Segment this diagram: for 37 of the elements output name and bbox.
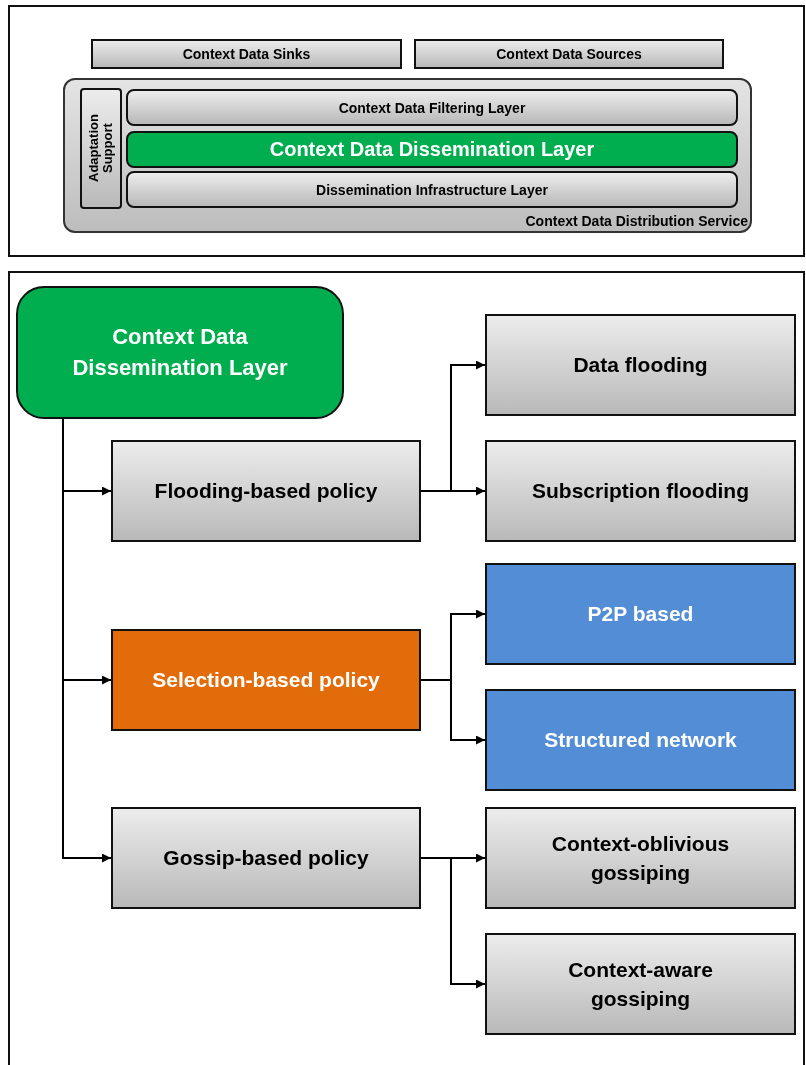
- node-label: Context Data Sources: [496, 46, 642, 62]
- service-container: [63, 78, 752, 233]
- node-label: Gossip-based policy: [163, 845, 369, 872]
- node-label: Context Data Dissemination Layer: [269, 138, 595, 161]
- process-box: [111, 807, 421, 909]
- node-label: Data flooding: [573, 352, 708, 379]
- layer-box: [126, 131, 738, 168]
- process-box: [485, 807, 796, 909]
- process-box: [111, 629, 421, 731]
- connector-arrow: [420, 679, 486, 745]
- process-box: [414, 39, 724, 69]
- connector-arrow: [420, 857, 486, 989]
- process-box: [126, 89, 738, 126]
- process-box: [485, 563, 796, 665]
- connector-arrow: [420, 486, 486, 496]
- side-bar: [80, 88, 122, 209]
- node-label: Context Data Sinks: [182, 46, 311, 62]
- process-box: [485, 314, 796, 416]
- process-box: [126, 171, 738, 208]
- process-box: [485, 440, 796, 542]
- node-label: Structured network: [544, 727, 737, 754]
- process-box: [91, 39, 402, 69]
- node-label: Context Data Dissemination Layer: [71, 322, 289, 382]
- node-label: Selection-based policy: [152, 667, 380, 694]
- process-box: [485, 689, 796, 791]
- node-label: Flooding-based policy: [154, 478, 378, 505]
- layer-box: [16, 286, 344, 419]
- process-box: [485, 933, 796, 1035]
- node-label: Subscription flooding: [532, 478, 749, 505]
- node-label: Adaptation Support: [87, 113, 115, 185]
- node-label: Context-oblivious gossiping: [550, 830, 731, 886]
- node-label: Context Data Distribution Service: [525, 213, 748, 229]
- process-box: [111, 440, 421, 542]
- node-label: Dissemination Infrastructure Layer: [316, 181, 548, 198]
- node-label: Context Data Filtering Layer: [338, 99, 526, 116]
- node-label: P2P based: [587, 601, 694, 628]
- node-label: Context-aware gossiping: [567, 956, 714, 1012]
